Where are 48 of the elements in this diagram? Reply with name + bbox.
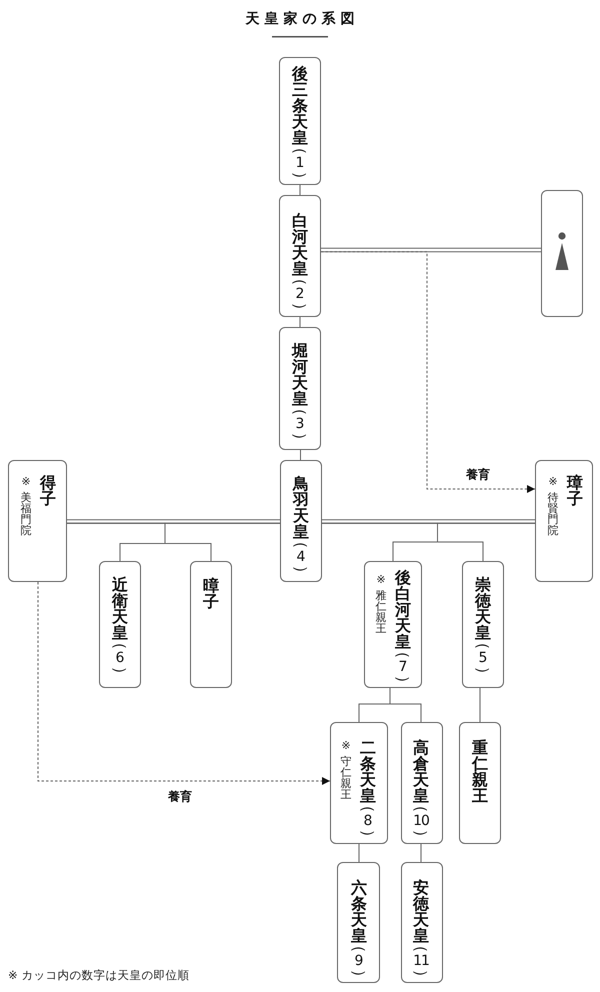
name-box bbox=[459, 722, 501, 844]
name-text: 白河天皇（2） bbox=[292, 213, 308, 311]
name-box bbox=[401, 722, 443, 844]
name-text: 安徳天皇（11） bbox=[413, 880, 429, 978]
line bbox=[390, 688, 422, 722]
line bbox=[300, 450, 301, 460]
name-box bbox=[330, 722, 388, 844]
name-box bbox=[364, 561, 422, 688]
name-box bbox=[401, 862, 443, 983]
name-text: 高倉天皇（10） bbox=[413, 740, 429, 838]
double-line bbox=[320, 248, 542, 252]
alias-note: ※ 美福門院 bbox=[20, 476, 32, 536]
alias-note: ※ 雅仁親王 bbox=[376, 574, 386, 634]
title: 天皇家の系図 bbox=[244, 10, 360, 28]
alias-note: ※ 待賢門院 bbox=[548, 476, 558, 536]
name-text: 後白河天皇（7） bbox=[395, 570, 411, 684]
name-text: 崇徳天皇（5） bbox=[475, 577, 491, 675]
edge-label: 養育 bbox=[464, 468, 492, 482]
name-box bbox=[279, 195, 321, 317]
line bbox=[420, 844, 422, 862]
name-box bbox=[462, 561, 504, 688]
name-box bbox=[279, 327, 321, 450]
name-box bbox=[8, 460, 67, 582]
figure-box bbox=[541, 190, 583, 317]
name-text: 堀河天皇（3） bbox=[292, 343, 308, 441]
name-box bbox=[535, 460, 593, 582]
edge-label: 養育 bbox=[166, 790, 194, 804]
name-box bbox=[279, 57, 321, 185]
name-box bbox=[280, 460, 322, 582]
line bbox=[437, 522, 536, 562]
name-text: 得子 bbox=[40, 475, 56, 507]
name-box bbox=[337, 862, 380, 983]
dashed-arrow bbox=[320, 251, 536, 493]
name-text: 重仁親王 bbox=[472, 740, 488, 804]
line bbox=[164, 522, 280, 562]
footnote: ※ カッコ内の数字は天皇の即位順 bbox=[8, 968, 190, 983]
dashed-arrow bbox=[38, 582, 330, 785]
name-text: 近衛天皇（6） bbox=[112, 577, 128, 675]
alias-note: ※ 守仁親王 bbox=[340, 740, 352, 800]
name-text: 璋子 bbox=[567, 475, 583, 507]
name-text: 後三条天皇（1） bbox=[292, 66, 308, 180]
name-text: 鳥羽天皇（4） bbox=[293, 476, 309, 574]
name-box bbox=[190, 561, 232, 688]
line bbox=[358, 844, 360, 862]
name-text: 二条天皇（8） bbox=[360, 740, 376, 838]
name-box bbox=[99, 561, 141, 688]
name-text: 六条天皇（9） bbox=[351, 880, 367, 978]
name-text: 暲子 bbox=[203, 578, 219, 610]
